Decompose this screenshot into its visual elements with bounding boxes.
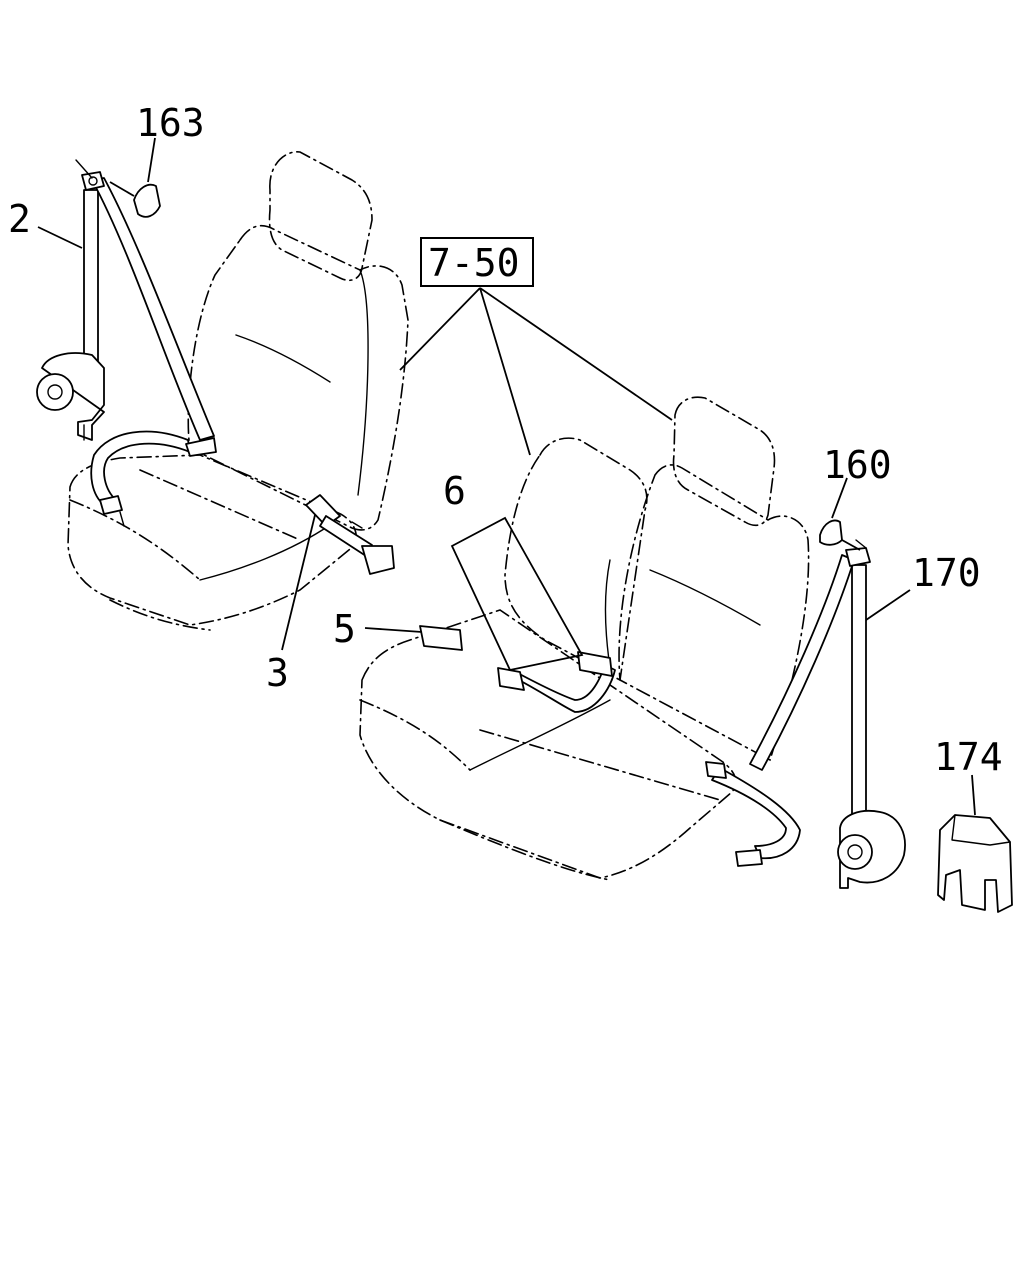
callout-170: 170	[912, 551, 981, 595]
anchor-cover-163	[133, 183, 161, 218]
right-seat-pair	[359, 396, 810, 881]
callout-7-50: 7-50	[428, 241, 520, 285]
callout-163: 163	[136, 101, 205, 145]
callout-3: 3	[266, 651, 289, 695]
center-lap-belt	[419, 625, 616, 713]
anchor-cover-160	[819, 519, 843, 546]
retractor-cover-174	[937, 814, 1013, 913]
left-buckle-assembly	[305, 494, 395, 575]
reference-box-7-50: 7-50	[420, 237, 534, 287]
leader-lines	[37, 137, 976, 816]
left-seat-belt-assembly	[36, 159, 217, 527]
callout-160: 160	[823, 443, 892, 487]
right-seat-belt-assembly	[705, 539, 906, 889]
callout-2: 2	[8, 197, 31, 241]
callout-6: 6	[443, 469, 466, 513]
callout-174: 174	[934, 735, 1003, 779]
callout-5: 5	[333, 607, 356, 651]
